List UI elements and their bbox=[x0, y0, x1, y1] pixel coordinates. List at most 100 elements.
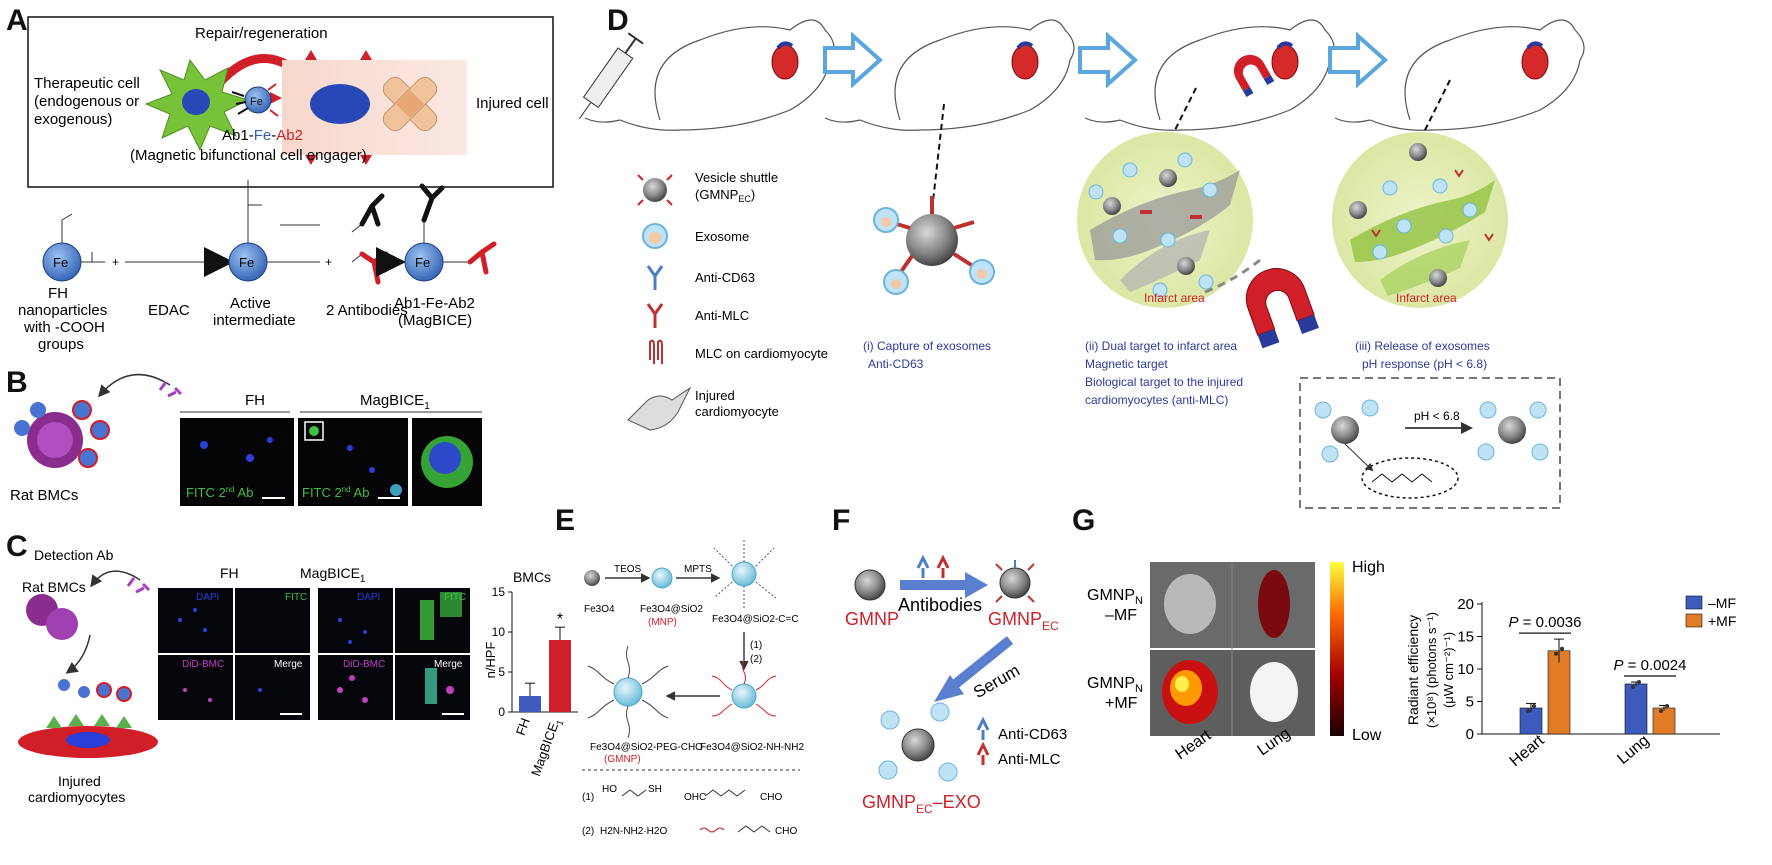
c-cells-label: Rat BMCs bbox=[22, 579, 86, 595]
d-legend: Vesicle shuttle (GMNPEC) Exosome Anti-CD… bbox=[627, 170, 828, 431]
process-arrow-icon bbox=[823, 31, 884, 89]
product-black-antibody-icon bbox=[419, 183, 445, 223]
legend-injured-label: Injured bbox=[695, 388, 735, 403]
fitc-stain bbox=[440, 592, 462, 617]
zoom-nucleus-icon bbox=[429, 442, 461, 474]
receptor-icon bbox=[305, 50, 317, 60]
b-mag-fitc-label: FITC 2nd Ab bbox=[302, 485, 369, 500]
step2-line-4: cardiomyocytes (anti-MLC) bbox=[1085, 393, 1228, 407]
merge-stain bbox=[425, 668, 437, 704]
exosome-icon bbox=[1321, 445, 1339, 463]
c-detection-ab-icon bbox=[126, 577, 151, 594]
nh2-bonds-icon bbox=[351, 223, 363, 263]
f-gmnp-ec-icon bbox=[999, 567, 1031, 599]
c-mag-fitc-label: FITC bbox=[444, 592, 466, 603]
exosome-core-icon bbox=[977, 269, 987, 279]
g-data-point bbox=[1532, 704, 1536, 708]
c-cell-dots bbox=[178, 592, 462, 704]
exosome-icon bbox=[1198, 274, 1214, 290]
exosome-icon bbox=[1177, 152, 1193, 168]
rat-icon bbox=[1334, 19, 1585, 131]
fitc-text: FITC 2 bbox=[186, 485, 226, 500]
fh-line-1: FH bbox=[48, 285, 68, 302]
stage3-items bbox=[1349, 143, 1494, 287]
f-product-suffix: –EXO bbox=[933, 792, 981, 812]
g-ylabel-3: (μW cm⁻²)⁻¹) bbox=[1441, 632, 1456, 708]
e-reagent-1-sh: SH bbox=[648, 784, 662, 795]
f-product-text: GMNP bbox=[862, 792, 916, 812]
rat-body bbox=[1119, 19, 1335, 131]
f-gmnp-ec-label: GMNPEC bbox=[988, 609, 1059, 633]
ab2-antibodies-icon bbox=[267, 83, 279, 117]
infarct-label-3: Infarct area bbox=[1396, 291, 1457, 305]
heart-organ-icon bbox=[1164, 574, 1216, 634]
g-legend-plus: +MF bbox=[1708, 613, 1736, 629]
cell-dot-icon bbox=[183, 688, 187, 692]
peg-chain-icon bbox=[704, 789, 746, 797]
g-data-point bbox=[1554, 651, 1558, 656]
g-p-number: = 0.0036 bbox=[1519, 614, 1582, 631]
c-magbice-icon bbox=[116, 686, 132, 702]
injured-cell-icon bbox=[282, 60, 467, 155]
c-magbice-icon bbox=[96, 682, 112, 698]
intermediate-fe-label: Fe bbox=[239, 255, 254, 270]
colorbar-low: Low bbox=[1352, 727, 1382, 744]
c-bar-magbice bbox=[549, 640, 571, 712]
c-particle-icon bbox=[78, 686, 90, 698]
g-p-number: = 0.0024 bbox=[1624, 657, 1687, 674]
cell-dot-icon bbox=[246, 454, 254, 462]
peg-chains-icon bbox=[587, 645, 669, 739]
c-mag-title: MagBICE1 bbox=[300, 565, 366, 585]
g-legend-swatch-plus bbox=[1685, 613, 1703, 628]
f-exosome-icon bbox=[930, 702, 950, 722]
legend-shuttle-close: ) bbox=[751, 187, 755, 202]
fh-fe-label: Fe bbox=[53, 255, 68, 270]
receptor-icon bbox=[270, 92, 282, 104]
receptor-icon bbox=[46, 716, 62, 728]
exosome-icon bbox=[1122, 162, 1138, 178]
legend-cardiomyocyte-icon bbox=[627, 386, 692, 431]
exosome-icon bbox=[1088, 184, 1104, 200]
fe3o4-particle-icon bbox=[584, 570, 600, 586]
f-gmnp-ec-text: GMNP bbox=[988, 609, 1042, 629]
exosome-icon bbox=[1361, 399, 1379, 417]
colorbar-high: High bbox=[1352, 559, 1385, 576]
amine-formula: Fe3O4@SiO2-NH-NH2 bbox=[700, 742, 805, 753]
product-red-antibody-icon bbox=[467, 241, 497, 275]
nanoparticle-icon bbox=[30, 402, 46, 418]
stage2-shuttles bbox=[1088, 152, 1218, 298]
g-bar-chart: Radiant efficiency (×10⁸) (photons s⁻¹) … bbox=[1405, 595, 1736, 770]
magbice-particle-icon bbox=[78, 448, 98, 468]
wavy-chain-icon bbox=[699, 827, 725, 833]
cell-dot-icon bbox=[309, 426, 319, 436]
c-arrow-2-icon bbox=[65, 634, 91, 674]
f-exosome-icon bbox=[878, 760, 898, 780]
g-row2-sub: N bbox=[1135, 683, 1143, 695]
shuttle-icon bbox=[1349, 201, 1367, 219]
c-injured-line-2: cardiomyocytes bbox=[28, 789, 125, 805]
bond-chain-icon bbox=[1371, 473, 1433, 483]
mlc-icon bbox=[1190, 215, 1202, 219]
therapeutic-nucleus-icon bbox=[182, 89, 210, 115]
heart-signal-hot-icon bbox=[1175, 676, 1189, 692]
f-exosome-icon bbox=[880, 710, 900, 730]
f-mlc-icon bbox=[936, 554, 950, 578]
hydrazone-bond-icon bbox=[1361, 457, 1459, 499]
panel-letter-g: G bbox=[1072, 504, 1095, 537]
step1-line-2: Anti-CD63 bbox=[868, 357, 924, 371]
c-fh-title: FH bbox=[220, 565, 239, 581]
shuttle-icon bbox=[1429, 269, 1447, 287]
legend-shuttle-ec: EC bbox=[738, 194, 751, 204]
exosome-icon bbox=[1382, 180, 1398, 196]
c-particle-icon bbox=[58, 679, 70, 691]
rat-heart-icon bbox=[1011, 44, 1039, 80]
fitc-sup: nd bbox=[226, 485, 235, 494]
edac-label: EDAC bbox=[148, 302, 190, 319]
anti-mlc-icon bbox=[1371, 169, 1494, 242]
thiol-chain-icon bbox=[621, 789, 647, 797]
intermediate-bonds-icon bbox=[247, 180, 320, 263]
g-row2-gmnp: GMNP bbox=[1087, 675, 1135, 692]
colorbar bbox=[1330, 562, 1344, 736]
